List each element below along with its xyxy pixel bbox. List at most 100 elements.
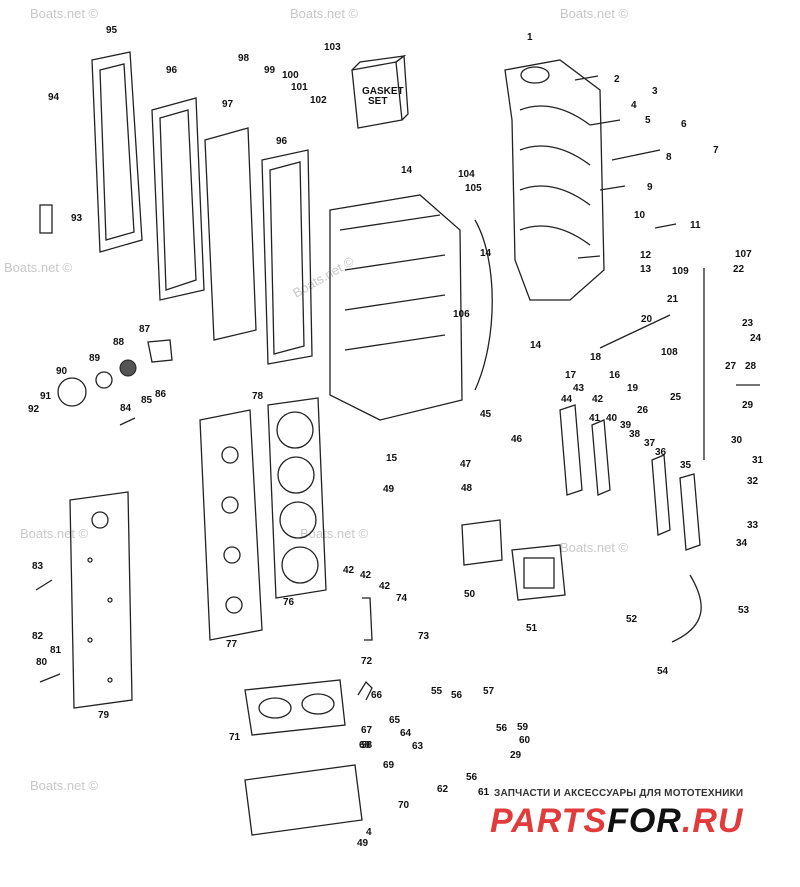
part-number-66: 66 (371, 690, 383, 701)
part-number-89: 89 (89, 353, 101, 364)
watermark: Boats.net © (290, 6, 359, 21)
part-number-108: 108 (661, 347, 678, 358)
part-number-68: 68 (359, 740, 371, 751)
logo-ru: .RU (681, 802, 744, 840)
part-number-47: 47 (460, 459, 472, 470)
part-number-30: 30 (731, 435, 743, 446)
part-number-55: 55 (431, 686, 443, 697)
part-number-57: 57 (483, 686, 495, 697)
part-number-43: 43 (573, 383, 585, 394)
part-number-67: 67 (361, 725, 373, 736)
part-number-86: 86 (155, 389, 167, 400)
part-number-37: 37 (644, 438, 656, 449)
part-number-77: 77 (226, 639, 238, 650)
part-number-90: 90 (56, 366, 68, 377)
part-number-92: 92 (28, 404, 40, 415)
part-number-79: 79 (98, 710, 110, 721)
part-number-95: 95 (106, 25, 118, 36)
watermark: Boats.net © (30, 6, 99, 21)
partsfor-logo[interactable]: PARTSFOR.RU (490, 802, 743, 841)
watermark: Boats.net © (4, 260, 73, 275)
part-number-27: 27 (725, 361, 737, 372)
part-number-106: 106 (453, 309, 470, 320)
part-number-56c: 56 (466, 772, 478, 783)
part-number-45: 45 (480, 409, 492, 420)
part-number-38: 38 (629, 429, 641, 440)
kit-label-line2: SET (368, 96, 387, 107)
part-number-40: 40 (606, 413, 618, 424)
part-number-102: 102 (310, 95, 327, 106)
part-number-62: 62 (437, 784, 449, 795)
bolts (35, 75, 760, 683)
part-number-12: 12 (640, 250, 652, 261)
part-number-34: 34 (736, 538, 748, 549)
intake-covers (461, 519, 566, 601)
part-number-83: 83 (32, 561, 44, 572)
part-number-10: 10 (634, 210, 646, 221)
part-number-15: 15 (386, 453, 398, 464)
part-number-33: 33 (747, 520, 759, 531)
part-number-54: 54 (657, 666, 669, 677)
part-number-93: 93 (71, 213, 83, 224)
part-number-63: 63 (412, 741, 424, 752)
part-number-25: 25 (670, 392, 682, 403)
part-number-22: 22 (733, 264, 745, 275)
part-number-44: 44 (561, 394, 573, 405)
watermarks: Boats.net © Boats.net © Boats.net © Boat… (4, 6, 629, 793)
part-number-9: 9 (647, 182, 653, 193)
watermark: Boats.net © (560, 6, 629, 21)
kit-label-line1: GASKET (362, 86, 404, 97)
part-number-94: 94 (48, 92, 60, 103)
watermark: Boats.net © (20, 526, 89, 541)
part-number-60: 60 (519, 735, 531, 746)
part-number-7: 7 (713, 145, 719, 156)
part-number-42d: 42 (379, 581, 391, 592)
part-number-1: 1 (527, 32, 533, 43)
part-number-82: 82 (32, 631, 44, 642)
cylinder-block (329, 194, 493, 421)
part-number-32: 32 (747, 476, 759, 487)
part-number-105: 105 (465, 183, 482, 194)
watermark: Boats.net © (290, 253, 357, 300)
part-number-49: 49 (383, 484, 395, 495)
part-number-100: 100 (282, 70, 299, 81)
part-number-3: 3 (652, 86, 658, 97)
gasket-plates-top (39, 51, 313, 365)
part-number-65: 65 (389, 715, 401, 726)
bottom-flanges (244, 597, 373, 836)
part-number-39: 39 (620, 420, 632, 431)
part-number-36: 36 (655, 447, 667, 458)
part-number-103: 103 (324, 42, 341, 53)
part-number-85: 85 (141, 395, 153, 406)
footer-tagline: ЗАПЧАСТИ И АКСЕССУАРЫ ДЛЯ МОТОТЕХНИКИ (494, 788, 744, 799)
part-number-48: 48 (461, 483, 473, 494)
part-number-59: 59 (517, 722, 529, 733)
part-number-64: 64 (400, 728, 412, 739)
part-number-74: 74 (396, 593, 408, 604)
part-number-61: 61 (478, 787, 490, 798)
part-number-73: 73 (418, 631, 430, 642)
part-number-29b: 29 (510, 750, 522, 761)
part-number-53: 53 (738, 605, 750, 616)
part-number-99: 99 (264, 65, 276, 76)
part-number-81: 81 (50, 645, 62, 656)
part-number-11: 11 (690, 220, 701, 231)
part-number-2: 2 (614, 74, 620, 85)
watermark: Boats.net © (300, 526, 369, 541)
part-number-labels: 1 2 3 4 5 6 7 8 9 10 11 12 13 14 14 14 1… (28, 25, 764, 849)
part-number-87: 87 (139, 324, 151, 335)
part-number-84: 84 (120, 403, 132, 414)
gasket-set-box: GASKET SET (351, 54, 409, 129)
watermark: Boats.net © (30, 778, 99, 793)
part-number-71: 71 (229, 732, 241, 743)
part-number-42b: 42 (343, 565, 355, 576)
part-number-46: 46 (511, 434, 523, 445)
watermark: Boats.net © (560, 540, 629, 555)
part-number-42: 42 (592, 394, 604, 405)
part-number-31: 31 (752, 455, 764, 466)
part-number-51: 51 (526, 623, 538, 634)
part-number-70: 70 (398, 800, 410, 811)
cylinder-head (199, 397, 327, 641)
part-number-52: 52 (626, 614, 638, 625)
